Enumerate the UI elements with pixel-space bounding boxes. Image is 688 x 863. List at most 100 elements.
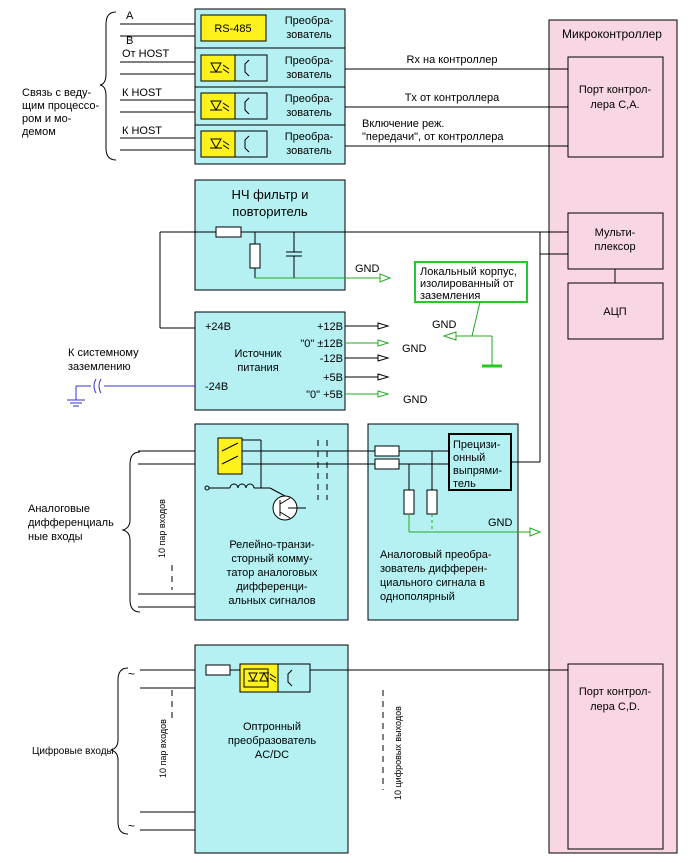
ac-symbol-top: ~ bbox=[128, 667, 135, 681]
host-link-label-4: демом bbox=[22, 126, 56, 138]
microcontroller-title: Микроконтроллер bbox=[562, 27, 662, 41]
tx-enable-label-1: Включение реж. bbox=[362, 118, 444, 130]
power-out-m12: -12В bbox=[320, 353, 343, 365]
tx-enable-label-2: "передачи", от контроллера bbox=[362, 131, 504, 143]
relay-contacts bbox=[217, 437, 243, 475]
port-ca-label-1: Порт контрол- bbox=[579, 84, 652, 96]
power-title-1: Источник bbox=[235, 348, 282, 360]
local-case-box bbox=[414, 261, 528, 303]
adc bbox=[567, 282, 664, 340]
optocoupler-1 bbox=[200, 54, 268, 82]
analog-gnd-arrow bbox=[529, 527, 542, 537]
multiplexer bbox=[567, 212, 664, 270]
rs485-label: RS-485 bbox=[214, 23, 251, 35]
filter-title-1: НЧ фильтр и bbox=[231, 187, 308, 202]
relay-label-5: альных сигналов bbox=[228, 595, 315, 607]
power-supply-block bbox=[194, 311, 346, 411]
from-host-label: От HOST bbox=[122, 48, 169, 60]
port-ca-label-2: лера С,А. bbox=[590, 99, 639, 111]
power-out-z5: "0" +5В bbox=[306, 389, 343, 401]
precision-rectifier bbox=[448, 433, 512, 491]
port-cd bbox=[567, 663, 664, 850]
converter-2-label-1: Преобра- bbox=[285, 55, 334, 67]
analog-pairs-label: 10 пар входов bbox=[157, 499, 167, 558]
power-gnd-2-label: GND bbox=[403, 394, 428, 406]
input-resistor-2 bbox=[374, 458, 400, 470]
ac-symbol-bottom: ~ bbox=[128, 819, 135, 833]
microcontroller: Микроконтроллер Порт контрол- лера С,А. … bbox=[548, 19, 678, 854]
analog-section: Аналоговые дифференциаль ные входы 10 па… bbox=[28, 254, 542, 621]
to-host-1-label: К HOST bbox=[122, 87, 162, 99]
relay-label-2: сторный комму- bbox=[231, 553, 313, 565]
lowpass-filter-section: НЧ фильтр и повторитель GND bbox=[159, 179, 568, 329]
host-link-label-3: ром и мо- bbox=[22, 113, 72, 125]
analog-label-3: ные входы bbox=[28, 531, 83, 543]
converter-1-label-2: зователь bbox=[286, 29, 332, 41]
digital-optocoupler bbox=[239, 663, 311, 693]
relay-label-3: татор аналоговых bbox=[226, 567, 318, 579]
digital-brace bbox=[109, 667, 129, 835]
wire-b-label: B bbox=[126, 35, 133, 47]
converter-3-label-2: зователь bbox=[286, 107, 332, 119]
power-in-plus: +24В bbox=[205, 321, 231, 333]
filter-gnd-label: GND bbox=[355, 263, 380, 275]
filter-resistor-2 bbox=[249, 243, 261, 269]
to-host-2-label: К HOST bbox=[122, 125, 162, 137]
rectifier-label-2: онный bbox=[453, 452, 485, 464]
filter-resistor bbox=[215, 226, 242, 238]
analog-label-2: дифференциаль bbox=[28, 517, 114, 529]
host-link-label-1: Связь с веду- bbox=[22, 87, 92, 99]
local-case-gnd-label: GND bbox=[432, 319, 457, 331]
multiplexer-label-2: плексор bbox=[594, 241, 635, 253]
system-ground-label-1: К системному bbox=[68, 347, 139, 359]
filter-gnd-arrow bbox=[379, 273, 392, 283]
power-title-2: питания bbox=[237, 362, 278, 374]
converter-1-label-1: Преобра- bbox=[285, 15, 334, 27]
opto-label-3: AC/DC bbox=[255, 749, 289, 761]
analog-brace bbox=[121, 451, 141, 613]
relay-label-4: дифференци- bbox=[236, 581, 308, 593]
port-ca bbox=[567, 56, 664, 158]
optocoupler-2 bbox=[200, 92, 268, 120]
rs485-chip bbox=[200, 14, 267, 42]
converter-4-label-1: Преобра- bbox=[285, 131, 334, 143]
converter-2-label-2: зователь bbox=[286, 69, 332, 81]
host-link-label-2: щим процессо- bbox=[22, 100, 100, 112]
relay-coil bbox=[229, 483, 255, 489]
divider-resistor-1 bbox=[403, 489, 415, 515]
divider-resistor-2 bbox=[426, 489, 438, 515]
adc-label: АЦП bbox=[603, 306, 626, 318]
opto-label-2: преобразователь bbox=[228, 735, 316, 747]
power-out-p12: +12В bbox=[317, 321, 343, 333]
local-gnd-arrow bbox=[442, 331, 457, 341]
wire-a-label: A bbox=[126, 10, 134, 22]
filter-title-2: повторитель bbox=[232, 204, 308, 219]
rectifier-label-1: Прецизи- bbox=[453, 439, 501, 451]
host-link-section: Связь с веду- щим процессо- ром и мо- де… bbox=[22, 8, 568, 165]
host-brace bbox=[99, 11, 117, 161]
power-out-z12: "0" ±12В bbox=[300, 338, 343, 350]
multiplexer-label-1: Мульти- bbox=[595, 227, 636, 239]
local-case-label-2: изолированный от bbox=[420, 278, 514, 290]
relay-label-1: Релейно-транзи- bbox=[229, 539, 315, 551]
local-case-section: Локальный корпус, изолированный от зазем… bbox=[414, 261, 528, 368]
port-cd-label-2: лера С,D. bbox=[590, 701, 640, 713]
power-in-minus: -24В bbox=[205, 381, 228, 393]
rectifier-label-4: тель bbox=[453, 478, 476, 490]
power-gnd-1-label: GND bbox=[402, 343, 427, 355]
local-case-label-1: Локальный корпус, bbox=[420, 266, 517, 278]
power-supply-section: +24В -24В Источник питания +12В "0" ±12В… bbox=[67, 311, 428, 411]
input-resistor-1 bbox=[374, 445, 400, 457]
rx-label: Rx на контроллер bbox=[407, 54, 498, 66]
opto-label-1: Оптронный bbox=[243, 721, 301, 733]
tx-label: Tx от контроллера bbox=[405, 92, 500, 104]
digital-outputs-label: 10 цифровых выходов bbox=[393, 706, 403, 800]
converter-4-label-2: зователь bbox=[286, 145, 332, 157]
converter-label-3: циального сигнала в bbox=[380, 577, 485, 589]
analog-gnd-label: GND bbox=[488, 517, 513, 529]
converter-label-1: Аналоговый преобра- bbox=[380, 549, 492, 561]
rectifier-label-3: выпрями- bbox=[453, 465, 502, 477]
optocoupler-3 bbox=[200, 130, 268, 158]
converter-label-4: однополярный bbox=[380, 591, 455, 603]
